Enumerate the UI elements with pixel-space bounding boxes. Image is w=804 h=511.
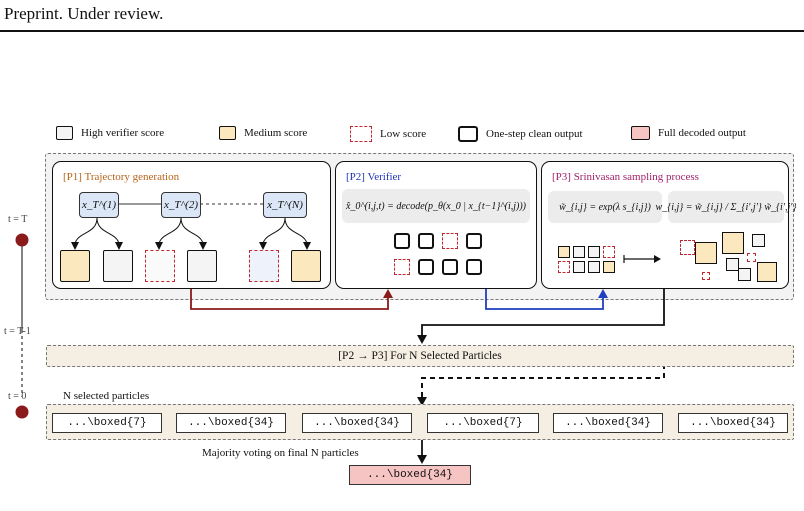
particle-text-4: ...\boxed{7} [443,417,523,429]
sample-after-medium-3 [757,262,777,282]
particle-output-3: ...\boxed{34} [302,413,412,433]
sample-after-low-2 [747,253,756,262]
trajectory-node-2: x_T^(2) [161,192,201,218]
legend-clean-label: One-step clean output [486,128,583,140]
panel-trajectory-generation: [P1] Trajectory generation x_T^(1) x_T^(… [52,161,331,289]
full-output-swatch [631,126,650,140]
legend-medium-label: Medium score [244,127,308,139]
particle-output-4: ...\boxed{7} [427,413,539,433]
clean-output-2 [418,233,434,249]
clean-output-5 [442,259,458,275]
legend-high-label: High verifier score [81,127,165,139]
child-medium-2 [291,250,321,282]
high-score-swatch [56,126,73,140]
legend-low: Low score [350,126,426,142]
particle-text-2: ...\boxed{34} [188,417,274,429]
trajectory-tree [71,203,311,250]
particle-output-1: ...\boxed{7} [52,413,162,433]
clean-output-1 [394,233,410,249]
trajectory-node-n: x_T^(N) [263,192,307,218]
particle-text-5: ...\boxed{34} [565,417,651,429]
header-rule [0,30,804,32]
particle-output-2: ...\boxed{34} [176,413,286,433]
legend-clean: One-step clean output [458,126,583,142]
legend-high: High verifier score [56,126,164,140]
particle-output-6: ...\boxed{34} [678,413,788,433]
panel2-title: [P2] Verifier [346,171,402,183]
sample-after-medium-2 [722,232,744,254]
clean-output-4 [418,259,434,275]
page-header: Preprint. Under review. [4,4,164,23]
p2-to-p3-arrow [485,289,604,310]
normalized-weight-equation: w_{i,j} = w̃_{i,j} / Σ_{i′,j′} w̃_{i′,j′… [656,191,796,223]
legend-full: Full decoded output [631,126,746,140]
clean-output-swatch [458,126,478,142]
sample-before-8 [603,261,615,273]
weight-equation: w̃_{i,j} = exp(λ s_{i,j}) [548,191,662,223]
clean-output-3 [466,233,482,249]
sample-after-high-3 [738,268,751,281]
particle-output-5: ...\boxed{34} [553,413,663,433]
child-low-1 [145,250,175,282]
sample-after-low-3 [702,272,710,280]
p1-to-p2-arrow [190,289,389,310]
p3-to-band-arrow [421,289,665,336]
timeline-dot-0 [15,405,29,419]
child-medium-1 [60,250,90,282]
timeline-label-t-minus-1: t = T-1 [4,326,31,337]
legend-full-label: Full decoded output [658,127,746,139]
clean-output-low-1 [442,233,458,249]
final-answer-box: ...\boxed{34} [349,465,471,485]
child-low-2 [249,250,279,282]
trajectory-node-1: x_T^(1) [79,192,119,218]
node-label-2: x_T^(2) [164,199,198,211]
panel-srinivasan-sampling: [P3] Srinivasan sampling process w̃_{i,j… [541,161,796,289]
final-particles-band [46,404,794,440]
timeline-dot-t [15,233,29,247]
legend-medium: Medium score [219,126,307,140]
particle-text-1: ...\boxed{7} [67,417,147,429]
child-high-2 [187,250,217,282]
verifier-equation: x̂_0^(i,j,t) = decode(p_θ(x_0 | x_{t−1}^… [342,189,530,223]
sample-before-6 [573,261,585,273]
sample-after-low-1 [680,240,695,255]
sample-before-4 [603,246,615,258]
particle-text-6: ...\boxed{34} [690,417,776,429]
low-score-swatch [350,126,372,142]
maps-to-arrow-icon [623,255,661,263]
timeline [15,233,29,419]
panel1-title: [P1] Trajectory generation [63,171,180,183]
clean-output-low-2 [394,259,410,275]
band-label: [P2 → P3] For N Selected Particles [338,350,502,362]
clean-output-6 [466,259,482,275]
sample-after-high-2 [726,258,739,271]
legend-low-label: Low score [380,128,427,140]
selected-particles-label: N selected particles [63,390,150,402]
sample-before-3 [588,246,600,258]
particle-text-3: ...\boxed{34} [314,417,400,429]
selected-particles-band: [P2 → P3] For N Selected Particles [46,345,794,367]
sample-before-7 [588,261,600,273]
final-answer-text: ...\boxed{34} [367,469,453,481]
sample-before-1 [558,246,570,258]
timeline-label-0: t = 0 [8,391,27,402]
medium-score-swatch [219,126,236,140]
panel3-title: [P3] Srinivasan sampling process [552,171,699,183]
band-to-particles-arrow [421,364,665,398]
node-label-n: x_T^(N) [267,199,303,211]
sample-before-2 [573,246,585,258]
panel-verifier: [P2] Verifier x̂_0^(i,j,t) = decode(p_θ(… [335,161,537,289]
majority-voting-label: Majority voting on final N particles [202,447,359,459]
node-label-1: x_T^(1) [82,199,116,211]
sample-before-5 [558,261,570,273]
child-high-1 [103,250,133,282]
sample-after-medium-1 [695,242,717,264]
sample-after-high-1 [752,234,765,247]
timeline-label-t: t = T [8,214,28,225]
